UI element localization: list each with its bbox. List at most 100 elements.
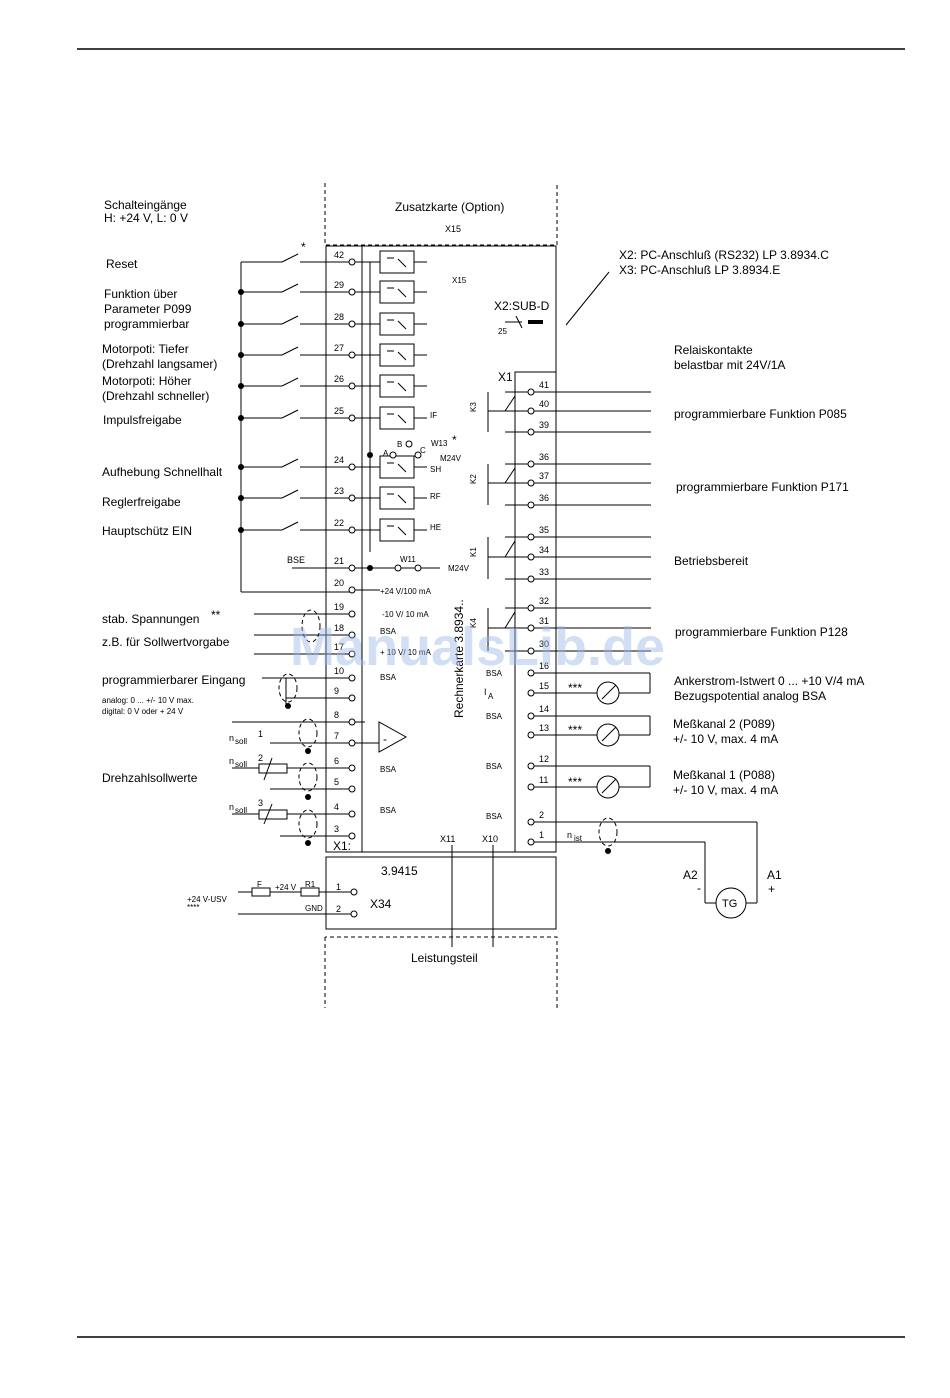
- label-p128: programmierbare Funktion P128: [675, 625, 848, 639]
- opto-rf: RF: [430, 492, 441, 501]
- leistungsteil-label: Leistungsteil: [411, 951, 478, 965]
- opto-term-c: [414, 451, 422, 459]
- card-name: Rechnerkarte 3.8934..: [452, 599, 466, 718]
- opto-he: HE: [430, 523, 441, 532]
- switch-contact-24: [281, 458, 299, 468]
- right-terminal-number-4: 37: [539, 471, 549, 481]
- switch-contact-28: [281, 315, 299, 325]
- label-nsoll1-n: n: [229, 733, 234, 743]
- bus-junction-22: [238, 527, 244, 533]
- nsoll2-wiper: [263, 757, 273, 781]
- asterisk-1: *: [301, 240, 306, 254]
- opto-sh: SH: [430, 465, 441, 474]
- nist-shield: [598, 817, 618, 847]
- left-terminal-number-24: 24: [334, 455, 344, 465]
- opto-coupler-26: [379, 374, 415, 398]
- left-terminal-number-21: 21: [334, 556, 344, 566]
- label-tiefer-2: (Drehzahl langsamer): [102, 357, 217, 371]
- potentiometer-3: [258, 809, 288, 820]
- right-terminal-strip: [514, 371, 557, 853]
- label-nsoll2-num: 2: [258, 753, 263, 763]
- left-terminal-number-42: 42: [334, 250, 344, 260]
- relay-k4-label: K4: [469, 618, 478, 628]
- label-anker-2: Bezugspotential analog BSA: [674, 689, 826, 703]
- opto-arrow-28: [397, 320, 407, 330]
- opamp-symbol: [378, 721, 408, 753]
- potentiometer-2: [258, 763, 288, 774]
- nsoll3-wiper: [263, 803, 273, 825]
- left-terminal-number-9: 9: [334, 686, 339, 696]
- left-terminal-number-19: 19: [334, 602, 344, 612]
- right-terminal-number-13: 15: [539, 681, 549, 691]
- opto-c: C: [420, 446, 426, 455]
- left-terminal-5: [348, 785, 356, 793]
- w11-label: W11: [400, 555, 416, 564]
- left-terminal-22: [348, 526, 356, 534]
- small-bsa14: BSA: [486, 712, 503, 721]
- relay-header-2: belastbar mit 24V/1A: [674, 358, 785, 372]
- switch-contact-42: [281, 253, 299, 263]
- bus-junction-25: [238, 415, 244, 421]
- pc-port-2: X3: PC-Anschluß LP 3.8934.E: [619, 263, 780, 277]
- subd-pin: 25: [498, 327, 507, 336]
- opto-arrow-23: [397, 494, 407, 504]
- right-terminal-number-9: 32: [539, 596, 549, 606]
- left-terminal-number-27: 27: [334, 343, 344, 353]
- opto-coupler-28: [379, 312, 415, 336]
- opto-coupler-23: [379, 486, 415, 510]
- pc-pointer-line: [565, 271, 610, 326]
- switch-contact-22: [281, 521, 299, 531]
- label-hoeher-2: (Drehzahl schneller): [102, 389, 209, 403]
- power-section-dashed: [324, 936, 558, 1008]
- x15-small-label: X15: [452, 276, 467, 285]
- left-terminal-number-29: 29: [334, 280, 344, 290]
- label-stab-mark: **: [211, 608, 221, 622]
- stars-1: ***: [568, 681, 582, 695]
- left-terminal-strip: [325, 245, 363, 853]
- label-hoeher-1: Motorpoti: Höher: [102, 374, 191, 388]
- right-terminal-number-0: 41: [539, 380, 549, 390]
- label-nsoll1-sub: soll: [235, 737, 247, 746]
- right-terminal-number-3: 36: [539, 452, 549, 462]
- relay-k4-blade: [504, 611, 516, 629]
- label-mess1-2: +/- 10 V, max. 4 mA: [673, 783, 778, 797]
- inputs-header-2: H: +24 V, L: 0 V: [104, 211, 188, 225]
- option-card-title: Zusatzkarte (Option): [395, 200, 504, 214]
- label-schnellhalt: Aufhebung Schnellhalt: [102, 465, 223, 479]
- r1-label: R1: [305, 880, 316, 889]
- switch-contact-29: [281, 283, 299, 293]
- left-terminal-number-20: 20: [334, 578, 344, 588]
- label-sollwert: z.B. für Sollwertvorgabe: [102, 635, 230, 649]
- left-terminal-24: [348, 463, 356, 471]
- right-terminal-7: [527, 553, 535, 561]
- right-terminal-number-12: 16: [539, 661, 549, 671]
- nsoll2-shield: [298, 762, 318, 792]
- bus-junction-24: [238, 464, 244, 470]
- label-stab: stab. Spannungen: [102, 612, 199, 626]
- small-nist-sub: ist: [574, 834, 583, 843]
- right-terminal-number-16: 12: [539, 754, 549, 764]
- left-terminal-8: [348, 718, 356, 726]
- bus-junction-23: [238, 495, 244, 501]
- opto-arrow-42: [397, 258, 407, 268]
- usv-label-1: +24 V-USV: [187, 895, 227, 904]
- opto-m24v-a: M24V: [440, 454, 462, 463]
- right-terminal-16: [527, 762, 535, 770]
- label-nsoll3-num: 3: [258, 798, 263, 808]
- left-terminal-23: [348, 494, 356, 502]
- opto-term-a: [389, 451, 397, 459]
- left-terminal-number-4: 4: [334, 802, 339, 812]
- stab-shield: [301, 609, 321, 643]
- opto-arrow-26: [397, 382, 407, 392]
- opto-arrow-24: [397, 463, 407, 473]
- opto-coupler-27: [379, 343, 415, 367]
- tacho-a2: A2: [683, 868, 698, 882]
- x11-label: X11: [440, 834, 455, 844]
- right-terminal-1: [527, 407, 535, 415]
- label-p099-2: Parameter P099: [104, 302, 192, 316]
- small-ia-sub: A: [488, 692, 494, 701]
- right-terminal-4: [527, 479, 535, 487]
- power-term-1: [350, 888, 358, 896]
- right-terminal-5: [527, 501, 535, 509]
- right-terminal-3: [527, 460, 535, 468]
